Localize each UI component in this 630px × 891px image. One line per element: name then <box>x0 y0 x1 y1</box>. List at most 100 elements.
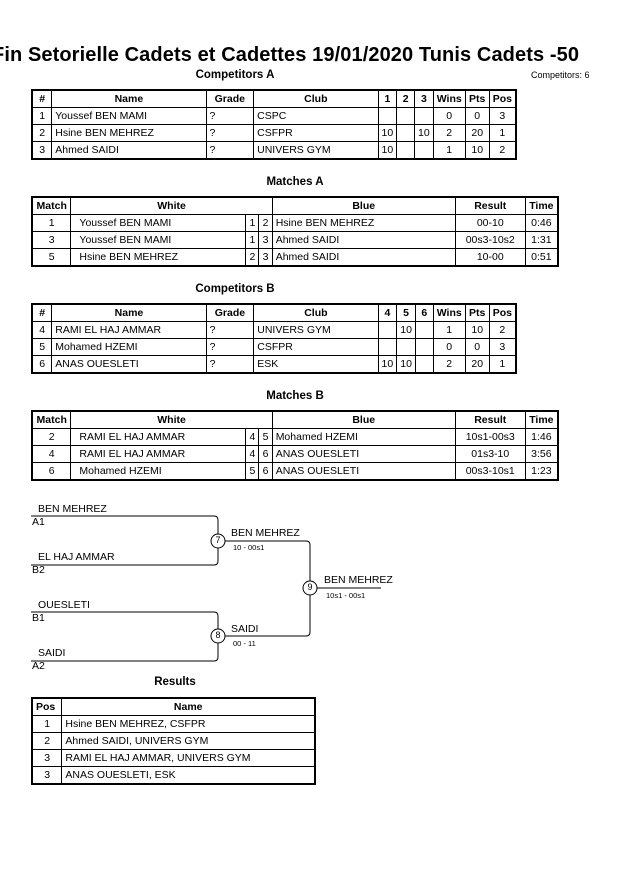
header-cell: Grade <box>205 303 255 322</box>
cell: 3 <box>31 766 63 785</box>
entry-3-name: OUESLETI <box>38 599 90 611</box>
cell <box>396 141 416 160</box>
cell: 10 <box>377 141 398 160</box>
cell: Mohamed HZEMI <box>70 462 247 481</box>
cell: Ahmed SAIDI <box>271 248 456 267</box>
cell: Hsine BEN MEHREZ <box>271 214 456 232</box>
matches-a-table: Match White Blue Result Time 1 Youssef B… <box>31 196 559 267</box>
cell: Ahmed SAIDI <box>51 141 207 160</box>
cell: 10-00 <box>454 248 526 267</box>
competitors-b-table: # Name Grade Club 4 5 6 Wins Pts Pos 4 R… <box>31 303 517 374</box>
cell: 00s3-10s2 <box>454 231 526 249</box>
cell: 20 <box>464 124 490 142</box>
match-8-winner: SAIDI <box>231 623 259 635</box>
entry-1-name: BEN MEHREZ <box>38 503 107 515</box>
cell: 3 <box>258 231 273 249</box>
cell: 0:51 <box>524 248 559 267</box>
match-9-number: 9 <box>307 582 313 592</box>
cell: 2 <box>432 124 466 142</box>
table-row: 3 ANAS OUESLETI, ESK <box>31 766 316 785</box>
cell: ANAS OUESLETI <box>271 445 456 463</box>
competitors-a-table: # Name Grade Club 1 2 3 Wins Pts Pos 1 Y… <box>31 89 517 160</box>
table-row: 2 Hsine BEN MEHREZ ? CSFPR 10 10 2 20 1 <box>31 124 517 142</box>
cell: Mohamed HZEMI <box>271 428 456 446</box>
match-7-circle <box>210 533 226 549</box>
competitors-count: Competitors: 6 <box>531 70 590 80</box>
table-header-row: Match White Blue Result Time <box>31 410 559 429</box>
header-cell: Club <box>253 89 379 108</box>
table-row: 2 Ahmed SAIDI, UNIVERS GYM <box>31 732 316 750</box>
cell <box>396 124 416 142</box>
match-7-number: 7 <box>215 535 221 545</box>
cell: 1 <box>31 715 63 733</box>
table-row: 1 Hsine BEN MEHREZ, CSFPR <box>31 715 316 733</box>
cell: RAMI EL HAJ AMMAR <box>70 445 247 463</box>
cell: UNIVERS GYM <box>253 321 379 339</box>
competitors-b-title: Competitors B <box>195 283 275 295</box>
cell: RAMI EL HAJ AMMAR, UNIVERS GYM <box>61 749 316 767</box>
table-row: 3 Youssef BEN MAMI 1 3 Ahmed SAIDI 00s3-… <box>31 231 559 249</box>
match-8-circle <box>210 628 226 644</box>
header-cell: Blue <box>271 410 456 429</box>
header-cell: Wins <box>432 89 466 108</box>
cell: 6 <box>258 445 273 463</box>
matches-a-title: Matches A <box>266 176 324 188</box>
table-row: 3 Ahmed SAIDI ? UNIVERS GYM 10 1 10 2 <box>31 141 517 160</box>
match-9-score: 10s1 - 00s1 <box>326 591 366 600</box>
match-8-number: 8 <box>215 630 221 640</box>
header-cell: Name <box>61 697 316 716</box>
cell: CSFPR <box>253 338 379 356</box>
cell: ESK <box>253 355 379 374</box>
cell: 1 <box>432 141 466 160</box>
header-cell: Pts <box>464 303 490 322</box>
results-table: Pos Name 1 Hsine BEN MEHREZ, CSFPR 2 Ahm… <box>31 697 316 785</box>
cell: 6 <box>258 462 273 481</box>
header-cell: Club <box>253 303 379 322</box>
cell: CSFPR <box>253 124 379 142</box>
cell: 2 <box>488 141 517 160</box>
cell: 3:56 <box>524 445 559 463</box>
header-cell: Match <box>31 410 72 429</box>
cell: 1 <box>488 355 517 374</box>
cell: 5 <box>245 462 260 481</box>
cell: 3 <box>31 749 63 767</box>
cell: 10 <box>464 141 490 160</box>
header-cell: Pos <box>31 697 63 716</box>
table-row: 4 RAMI EL HAJ AMMAR 4 6 ANAS OUESLETI 01… <box>31 445 559 463</box>
cell: 1:46 <box>524 428 559 446</box>
cell: 2 <box>31 732 63 750</box>
match-9-winner: BEN MEHREZ <box>324 574 393 586</box>
cell: Hsine BEN MEHREZ, CSFPR <box>61 715 316 733</box>
cell: 0:46 <box>524 214 559 232</box>
cell: Ahmed SAIDI <box>271 231 456 249</box>
cell: 1:31 <box>524 231 559 249</box>
cell: ANAS OUESLETI <box>51 355 207 374</box>
header-cell: Pos <box>488 303 517 322</box>
match-7-winner: BEN MEHREZ <box>231 527 300 539</box>
cell: Youssef BEN MAMI <box>70 214 247 232</box>
cell: ANAS OUESLETI, ESK <box>61 766 316 785</box>
cell: Mohamed HZEMI <box>51 338 207 356</box>
bracket-line-9 <box>218 540 311 637</box>
table-row: 1 Youssef BEN MAMI 1 2 Hsine BEN MEHREZ … <box>31 214 559 232</box>
header-cell: Wins <box>432 303 466 322</box>
match-9-circle <box>302 580 318 596</box>
cell: 1:23 <box>524 462 559 481</box>
cell: 3 <box>488 338 517 356</box>
match-8-score: 00 - 11 <box>233 639 256 648</box>
header-cell: Time <box>524 410 559 429</box>
cell: 20 <box>464 355 490 374</box>
cell: Youssef BEN MAMI <box>70 231 247 249</box>
header-cell: Match <box>31 196 72 215</box>
entry-2-seed: B2 <box>32 564 45 576</box>
cell: 3 <box>258 248 273 267</box>
page-title: Fin Setorielle Cadets et Cadettes 19/01/… <box>0 44 580 66</box>
competitors-a-title: Competitors A <box>195 69 275 81</box>
cell: Hsine BEN MEHREZ <box>70 248 247 267</box>
cell: 0 <box>464 338 490 356</box>
table-row: 6 Mohamed HZEMI 5 6 ANAS OUESLETI 00s3-1… <box>31 462 559 481</box>
table-row: 6 ANAS OUESLETI ? ESK 10 10 2 20 1 <box>31 355 517 374</box>
cell: Ahmed SAIDI, UNIVERS GYM <box>61 732 316 750</box>
cell: ANAS OUESLETI <box>271 462 456 481</box>
match-7-score: 10 - 00s1 <box>233 543 265 552</box>
